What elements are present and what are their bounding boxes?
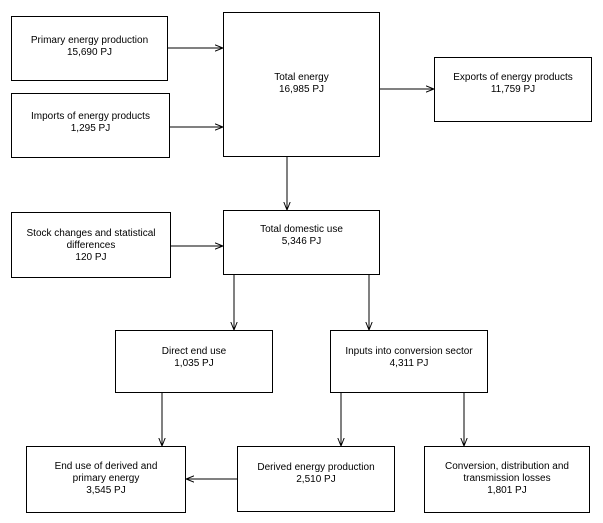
- node-label: Imports of energy products: [31, 111, 150, 122]
- node-label: Primary energy production: [30, 35, 149, 46]
- node-label: Direct end use: [161, 346, 227, 357]
- direct-end-use-box: Direct end use 1,035 PJ: [115, 330, 273, 393]
- node-value: 15,690 PJ: [66, 47, 113, 58]
- node-value: 4,311 PJ: [389, 358, 429, 369]
- imports-box: Imports of energy products 1,295 PJ: [11, 93, 170, 158]
- node-label: Inputs into conversion sector: [345, 346, 473, 357]
- conversion-losses-box: Conversion, distribution and transmissio…: [424, 446, 590, 513]
- derived-energy-production-box: Derived energy production 2,510 PJ: [237, 446, 395, 512]
- total-energy-box: Total energy 16,985 PJ: [223, 12, 380, 157]
- node-value: 1,295 PJ: [70, 123, 111, 134]
- node-label: Exports of energy products: [453, 72, 573, 83]
- node-value: 1,801 PJ: [487, 485, 527, 496]
- total-domestic-use-box: Total domestic use 5,346 PJ: [223, 210, 380, 275]
- node-value: 11,759 PJ: [490, 84, 536, 95]
- end-use-derived-primary-box: End use of derived and primary energy 3,…: [26, 446, 186, 513]
- node-value: 5,346 PJ: [281, 236, 322, 247]
- node-label: Conversion, distribution and transmissio…: [445, 461, 569, 484]
- node-value: 120 PJ: [75, 252, 107, 263]
- node-label: Derived energy production: [257, 462, 375, 473]
- node-label: End use of derived and primary energy: [54, 461, 158, 484]
- node-value: 2,510 PJ: [296, 474, 336, 485]
- stock-changes-box: Stock changes and statistical difference…: [11, 212, 171, 278]
- exports-box: Exports of energy products 11,759 PJ: [434, 57, 592, 122]
- primary-energy-production-box: Primary energy production 15,690 PJ: [11, 16, 168, 81]
- node-value: 16,985 PJ: [278, 84, 325, 95]
- node-value: 1,035 PJ: [174, 358, 214, 369]
- node-value: 3,545 PJ: [86, 485, 126, 496]
- node-label: Stock changes and statistical difference…: [26, 228, 156, 251]
- node-label: Total energy: [274, 72, 329, 83]
- conversion-inputs-box: Inputs into conversion sector 4,311 PJ: [330, 330, 488, 393]
- node-label: Total domestic use: [260, 224, 343, 235]
